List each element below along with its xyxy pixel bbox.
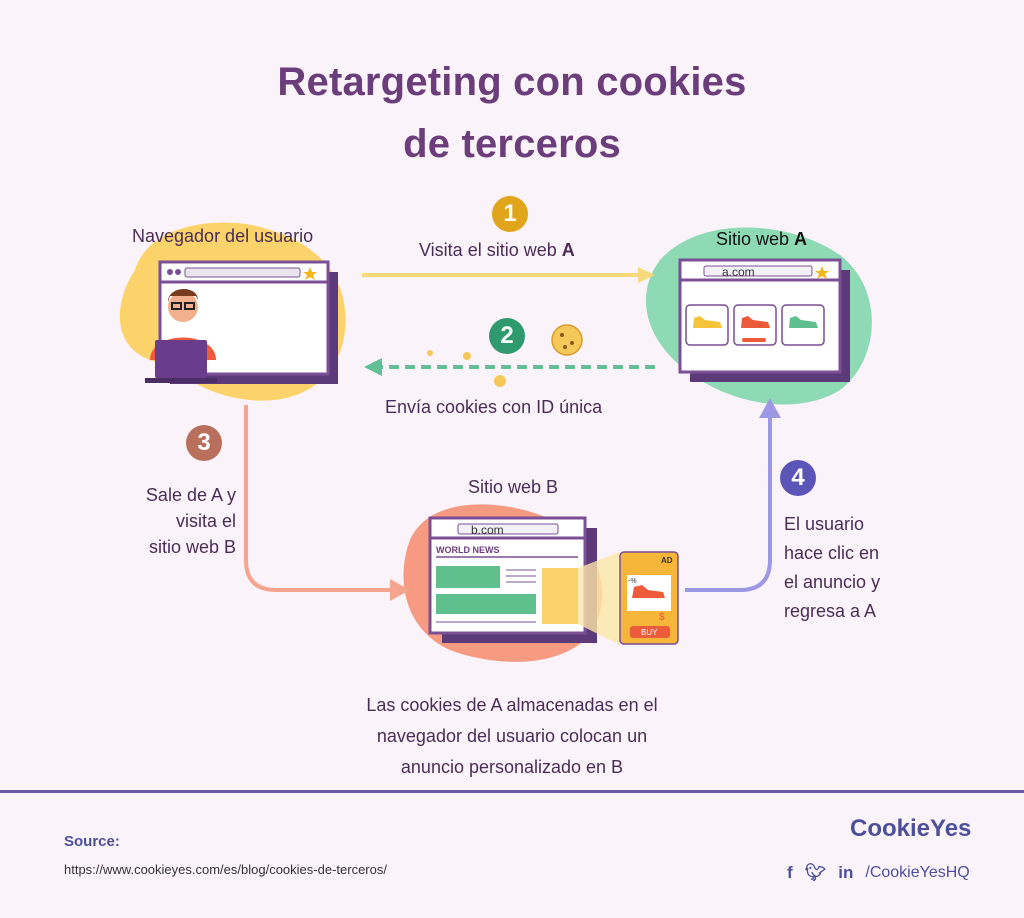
caption: Las cookies de A almacenadas en el naveg…	[300, 690, 724, 783]
caption-line-1: Las cookies de A almacenadas en el	[366, 695, 658, 715]
arrow-step-4	[685, 398, 781, 592]
source-label: Source:	[64, 833, 120, 850]
brand-logo: CookieYes	[850, 815, 972, 842]
site-a-label-bold: A	[794, 229, 808, 249]
step-1-text: Visita el sitio web A	[419, 240, 575, 261]
step-1-text-bold: A	[561, 240, 575, 260]
caption-line-2: navegador del usuario colocan un	[376, 726, 648, 746]
step-3-line-2: visita el	[175, 511, 236, 531]
site-a-url: a.com	[722, 265, 755, 279]
ad-tag: AD	[661, 556, 673, 565]
step-4-badge: 4	[780, 460, 816, 496]
step-3-line-1: Sale de A y	[145, 485, 236, 505]
news-heading: WORLD NEWS	[436, 545, 500, 555]
arrow-step-3	[244, 405, 410, 601]
site-a-label: Sitio web A	[716, 229, 807, 250]
social-handle: /CookieYesHQ	[865, 864, 970, 881]
linkedin-icon[interactable]: in	[838, 863, 854, 882]
site-b-window	[428, 516, 620, 645]
site-a-label-prefix: Sitio web	[716, 229, 795, 249]
site-a-window	[678, 258, 850, 382]
ad-price: $	[659, 612, 665, 623]
step-4-text: El usuario hace clic en el anuncio y reg…	[784, 510, 880, 626]
step-3-badge: 3	[186, 425, 222, 461]
ad-buy: BUY	[641, 628, 658, 637]
step-4-line-4: regresa a A	[784, 601, 877, 621]
site-b-label: Sitio web B	[468, 477, 559, 497]
ad-discount: -%	[628, 578, 637, 585]
step-2-text: Envía cookies con ID única	[385, 397, 603, 417]
step-1-badge: 1	[492, 196, 528, 232]
user-avatar	[145, 288, 217, 383]
step-3-text: Sale de A y visita el sitio web B	[110, 482, 236, 560]
facebook-icon[interactable]: f	[787, 863, 793, 882]
arrow-step-2	[364, 358, 655, 376]
social-row: f 🐦︎ in /CookieYesHQ	[787, 863, 970, 883]
site-b-url: b.com	[471, 523, 504, 537]
caption-line-3: anuncio personalizado en B	[400, 757, 624, 777]
browser-label: Navegador del usuario	[132, 226, 314, 246]
title-line-1: Retargeting con cookies	[277, 60, 747, 104]
step-4-line-3: el anuncio y	[784, 572, 881, 592]
step-2-badge: 2	[489, 318, 525, 354]
step-1-text-prefix: Visita el sitio web	[419, 240, 562, 260]
title-line-2: de terceros	[403, 122, 621, 166]
twitter-icon[interactable]: 🐦︎	[804, 863, 827, 882]
step-4-line-2: hace clic en	[784, 543, 880, 563]
cookie-icon	[427, 324, 583, 387]
source-url-link[interactable]: https://www.cookieyes.com/es/blog/cookie…	[64, 862, 387, 877]
step-3-line-3: sitio web B	[148, 537, 236, 557]
footer-divider	[0, 790, 1024, 793]
arrow-step-1	[362, 267, 655, 283]
ad-card	[619, 551, 679, 645]
step-4-line-1: El usuario	[784, 514, 865, 534]
